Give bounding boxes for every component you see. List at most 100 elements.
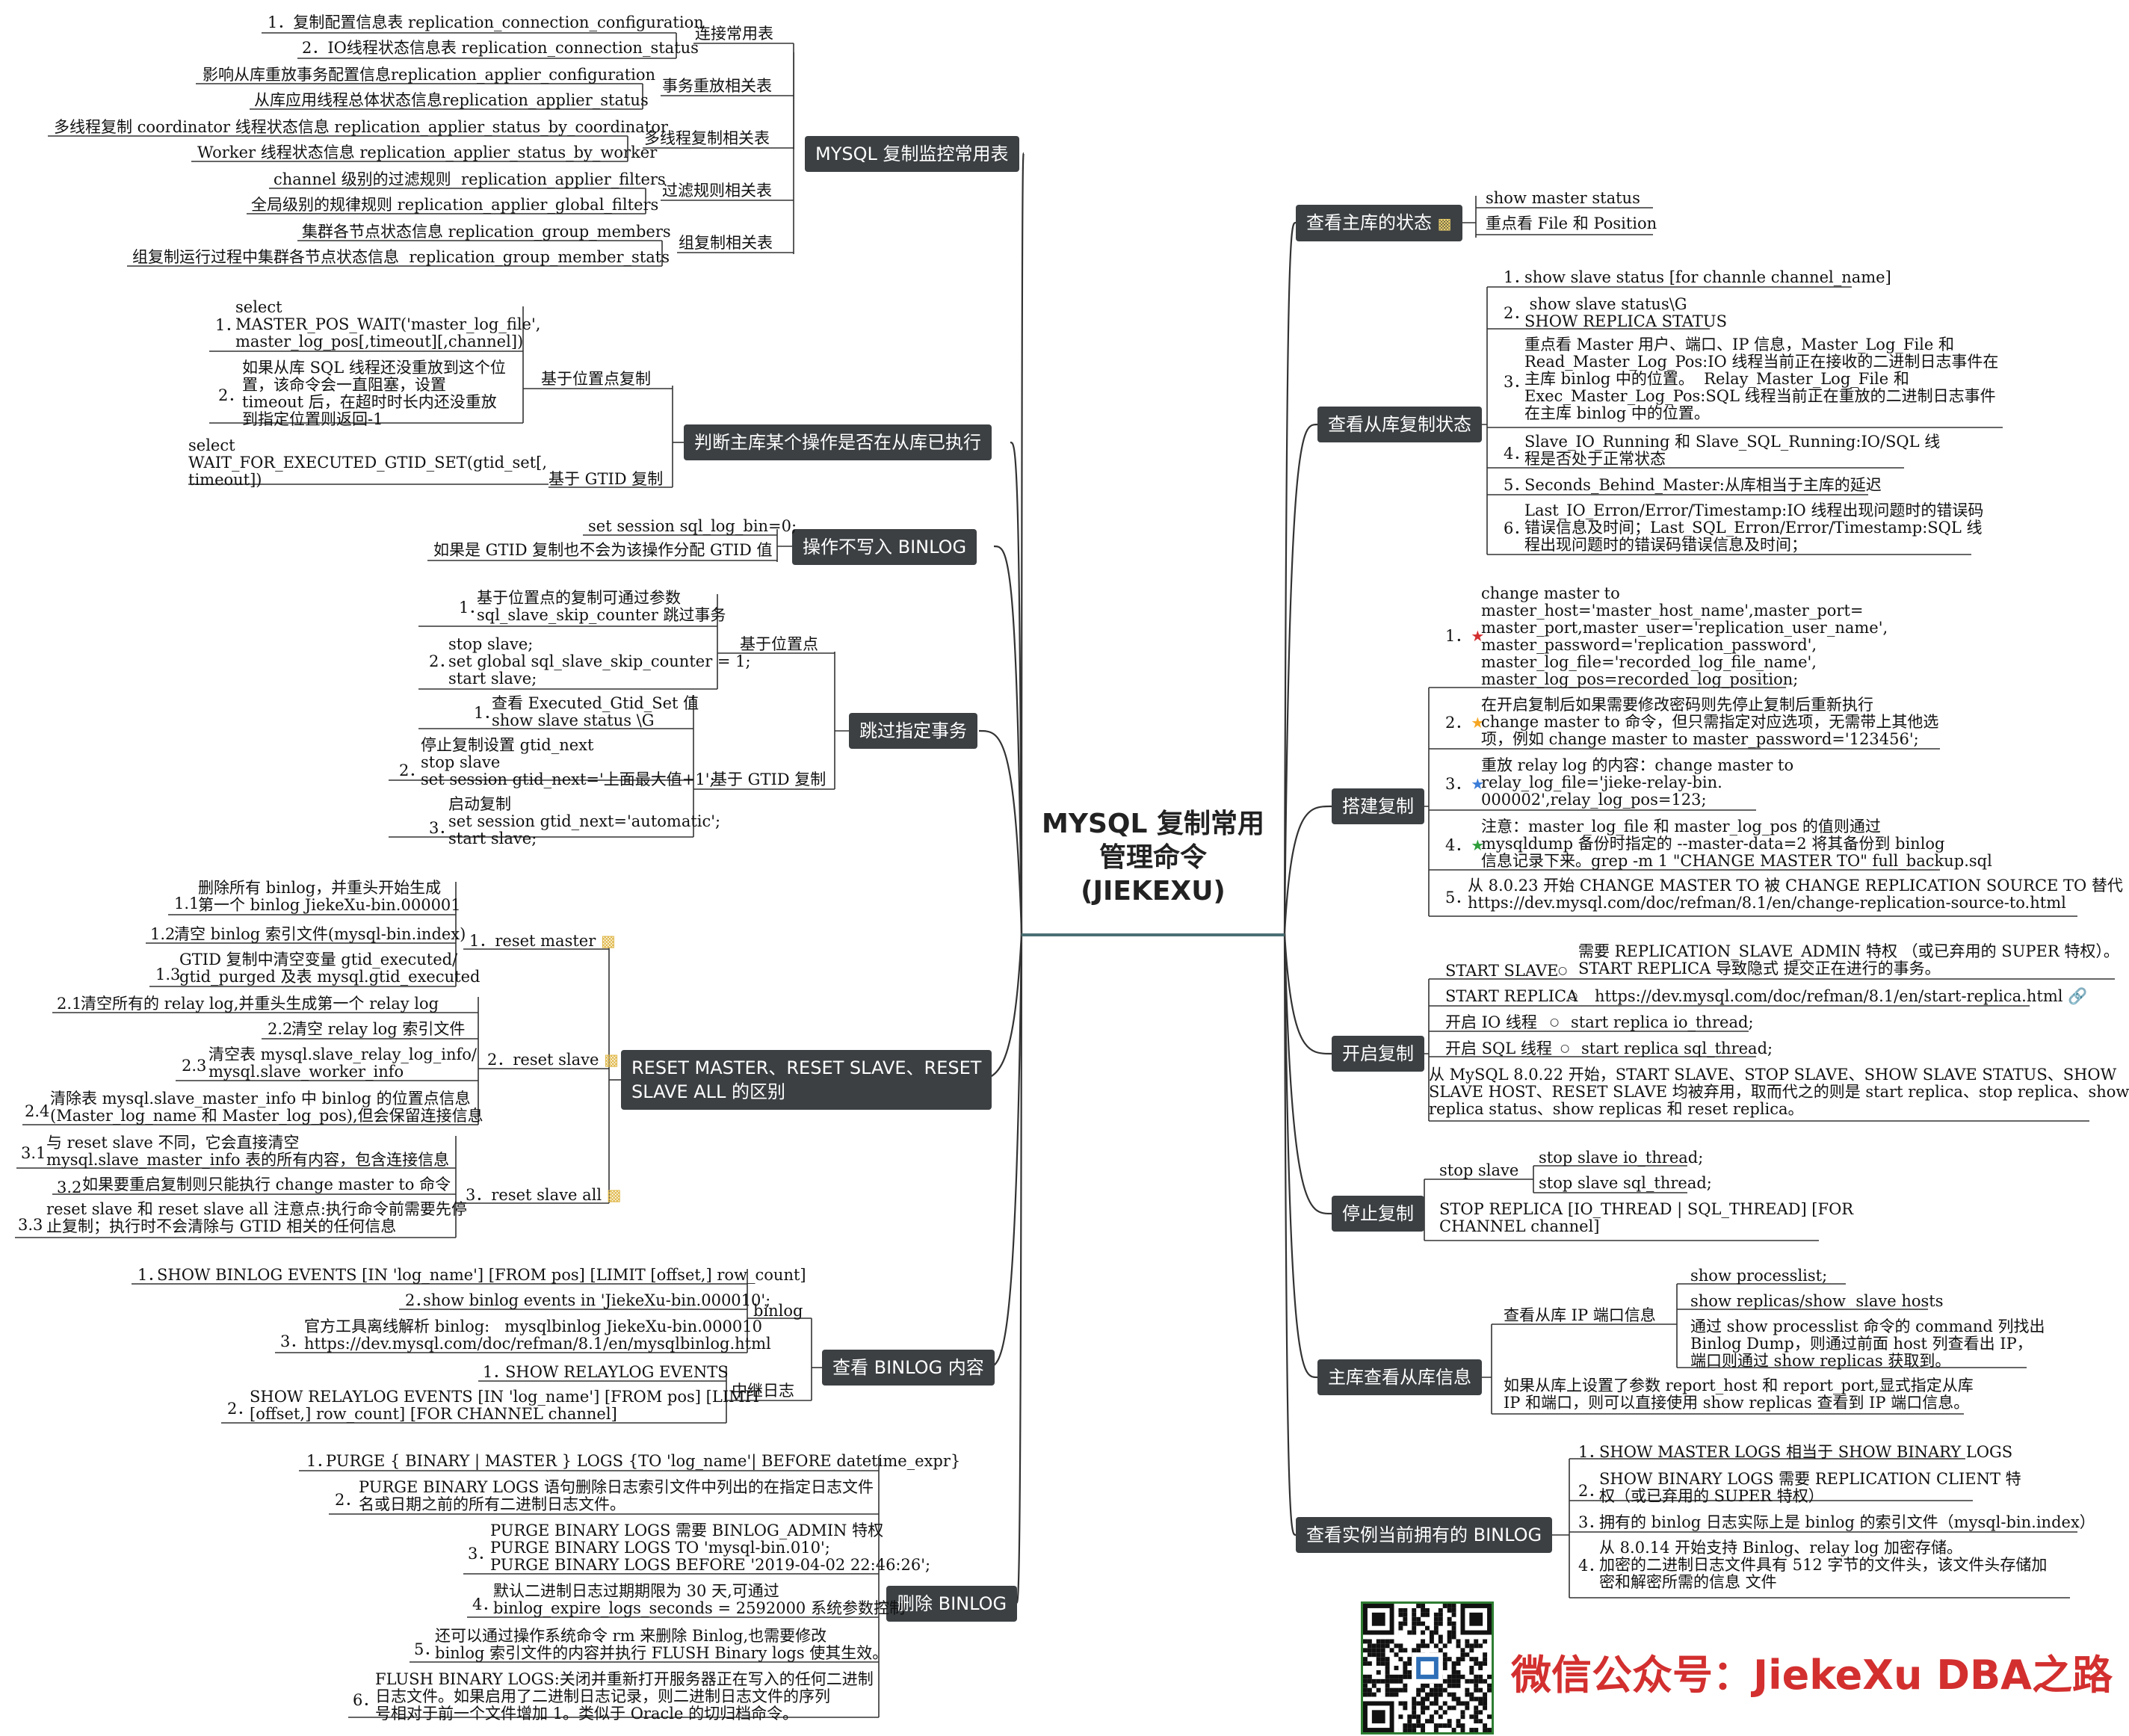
branch-skip-transaction[interactable]: 跳过指定事务 xyxy=(849,713,977,749)
qr-module xyxy=(1483,1705,1488,1711)
qr-module xyxy=(1483,1657,1488,1662)
monitor-group-applier[interactable]: 事务重放相关表 xyxy=(662,77,772,95)
master-status-label: 查看主库的状态 xyxy=(1306,212,1432,233)
reset-master-node[interactable]: 1．reset master ▩ xyxy=(469,933,616,950)
bullet-icon: ○ xyxy=(1550,1016,1560,1028)
skip-position-based[interactable]: 基于位置点 xyxy=(740,635,818,653)
qr-module xyxy=(1442,1666,1447,1670)
view-relay-node[interactable]: 中继日志 xyxy=(732,1382,794,1400)
qr-module xyxy=(1407,1661,1412,1667)
view-binlog-node[interactable]: binlog xyxy=(753,1302,803,1320)
branch-slave-status[interactable]: 查看从库复制状态 xyxy=(1317,407,1482,442)
qr-module xyxy=(1363,1639,1368,1644)
qr-module xyxy=(1403,1674,1408,1679)
qr-module xyxy=(1487,1674,1492,1679)
branch-curve xyxy=(1283,933,1332,1055)
purge-item: FLUSH BINARY LOGS:关闭并重新打开服务器正在写入的任何二进制 日… xyxy=(375,1670,874,1723)
view-item: show binlog events in 'JiekeXu-bin.00001… xyxy=(423,1291,771,1309)
branch-reset-difference[interactable]: RESET MASTER、RESET SLAVE、RESET SLAVE ALL… xyxy=(621,1050,992,1110)
skip-gtid-based[interactable]: 基于 GTID 复制 xyxy=(711,770,826,788)
skip-gtid-item-2: 停止复制设置 gtid_next stop slave set session … xyxy=(421,736,715,788)
slave-status-num: 3． xyxy=(1504,373,1530,391)
reset-num: 3.1 xyxy=(21,1144,46,1162)
qr-module xyxy=(1412,1696,1417,1702)
qr-module xyxy=(1474,1705,1479,1711)
qr-module xyxy=(1425,1643,1430,1649)
purge-num: 6． xyxy=(353,1691,379,1709)
qr-module xyxy=(1460,1674,1465,1679)
monitor-group-multithread[interactable]: 多线程复制相关表 xyxy=(644,129,770,147)
qr-module xyxy=(1371,1612,1385,1626)
qr-module xyxy=(1469,1643,1474,1649)
judge-position-based[interactable]: 基于位置点复制 xyxy=(541,370,651,388)
qr-module xyxy=(1451,1634,1456,1640)
branch-curve xyxy=(978,729,1023,934)
branch-curve xyxy=(1283,805,1332,934)
purge-item: 还可以通过操作系统命令 rm 来删除 Binlog,也需要修改 binlog 索… xyxy=(435,1627,889,1662)
branch-master-status[interactable]: 查看主库的状态 ▩ xyxy=(1296,205,1462,241)
note-icon: ▩ xyxy=(600,932,616,950)
monitor-item: Worker 线程状态信息 replication_applier_status… xyxy=(197,143,658,161)
qr-module xyxy=(1451,1674,1456,1679)
reset-slave-node[interactable]: 2．reset slave ▩ xyxy=(487,1051,619,1069)
qr-module xyxy=(1363,1692,1368,1697)
branch-start-replication[interactable]: 开启复制 xyxy=(1332,1036,1424,1072)
qr-module xyxy=(1367,1643,1372,1649)
qr-module xyxy=(1474,1714,1479,1720)
slave-info-ip-port[interactable]: 查看从库 IP 端口信息 xyxy=(1504,1306,1656,1324)
qr-module xyxy=(1363,1657,1368,1662)
qr-module xyxy=(1412,1710,1417,1715)
qr-module xyxy=(1367,1648,1372,1653)
qr-module xyxy=(1385,1643,1390,1649)
qr-module xyxy=(1478,1719,1483,1724)
qr-module xyxy=(1478,1696,1483,1702)
monitor-group-group-replication[interactable]: 组复制相关表 xyxy=(679,234,773,252)
qr-module xyxy=(1403,1648,1408,1653)
branch-monitor-tables[interactable]: MYSQL 复制监控常用表 xyxy=(805,136,1019,172)
qr-module xyxy=(1487,1728,1492,1732)
qr-module xyxy=(1433,1701,1439,1706)
qr-module xyxy=(1465,1678,1470,1684)
branch-no-binlog[interactable]: 操作不写入 BINLOG xyxy=(792,529,977,565)
qr-module xyxy=(1451,1666,1456,1670)
branch-setup-replication[interactable]: 搭建复制 xyxy=(1332,788,1424,824)
qr-module xyxy=(1469,1666,1474,1670)
qr-module xyxy=(1478,1710,1483,1715)
qr-module xyxy=(1483,1678,1488,1684)
reset-slave-all-node[interactable]: 3．reset slave all ▩ xyxy=(466,1187,622,1204)
purge-item: PURGE { BINARY | MASTER } LOGS {TO 'log_… xyxy=(326,1452,961,1470)
branch-purge-binlog[interactable]: 删除 BINLOG xyxy=(886,1586,1018,1622)
qr-module xyxy=(1442,1652,1447,1658)
skip-pos-num-2: 2． xyxy=(429,652,455,670)
qr-module xyxy=(1385,1666,1390,1670)
qr-module xyxy=(1407,1669,1412,1675)
qr-module xyxy=(1483,1696,1488,1702)
branch-stop-replication[interactable]: 停止复制 xyxy=(1332,1196,1424,1232)
branch-judge-executed[interactable]: 判断主库某个操作是否在从库已执行 xyxy=(684,424,992,460)
monitor-group-connection[interactable]: 连接常用表 xyxy=(695,25,773,43)
branch-curve xyxy=(1020,152,1025,934)
qr-module xyxy=(1385,1683,1390,1688)
qr-module xyxy=(1456,1643,1461,1649)
qr-module xyxy=(1385,1657,1390,1662)
qr-module xyxy=(1412,1701,1417,1706)
branch-show-binlogs[interactable]: 查看实例当前拥有的 BINLOG xyxy=(1296,1517,1553,1553)
slave-info-item: 通过 show processlist 命令的 command 列找出 Binl… xyxy=(1690,1318,2045,1370)
slave-status-item: 重点看 Master 用户、端口、IP 信息，Master_Log_File 和… xyxy=(1524,336,1999,422)
central-topic-line-1: MYSQL 复制常用 xyxy=(1042,809,1264,839)
qr-module xyxy=(1421,1705,1426,1711)
judge-gtid-based[interactable]: 基于 GTID 复制 xyxy=(549,470,664,488)
qr-module xyxy=(1367,1692,1372,1697)
qr-module xyxy=(1429,1634,1434,1640)
qr-module xyxy=(1460,1728,1465,1732)
start-replica-url: https://dev.mysql.com/doc/refman/8.1/en/… xyxy=(1595,987,2063,1005)
branch-view-binlog[interactable]: 查看 BINLOG 内容 xyxy=(822,1350,995,1386)
reset-item: 清空表 mysql.slave_relay_log_info/ mysql.sl… xyxy=(208,1045,477,1081)
qr-module xyxy=(1403,1705,1408,1711)
monitor-group-filter[interactable]: 过滤规则相关表 xyxy=(662,182,772,200)
reset-num: 2.3 xyxy=(182,1057,207,1075)
qr-module xyxy=(1465,1652,1470,1658)
start-replica-link[interactable]: https://dev.mysql.com/doc/refman/8.1/en/… xyxy=(1595,988,2087,1005)
skip-pos-item-1: 基于位置点的复制可通过参数 sql_slave_skip_counter 跳过事… xyxy=(477,589,726,624)
branch-master-view-slave[interactable]: 主库查看从库信息 xyxy=(1317,1359,1482,1395)
